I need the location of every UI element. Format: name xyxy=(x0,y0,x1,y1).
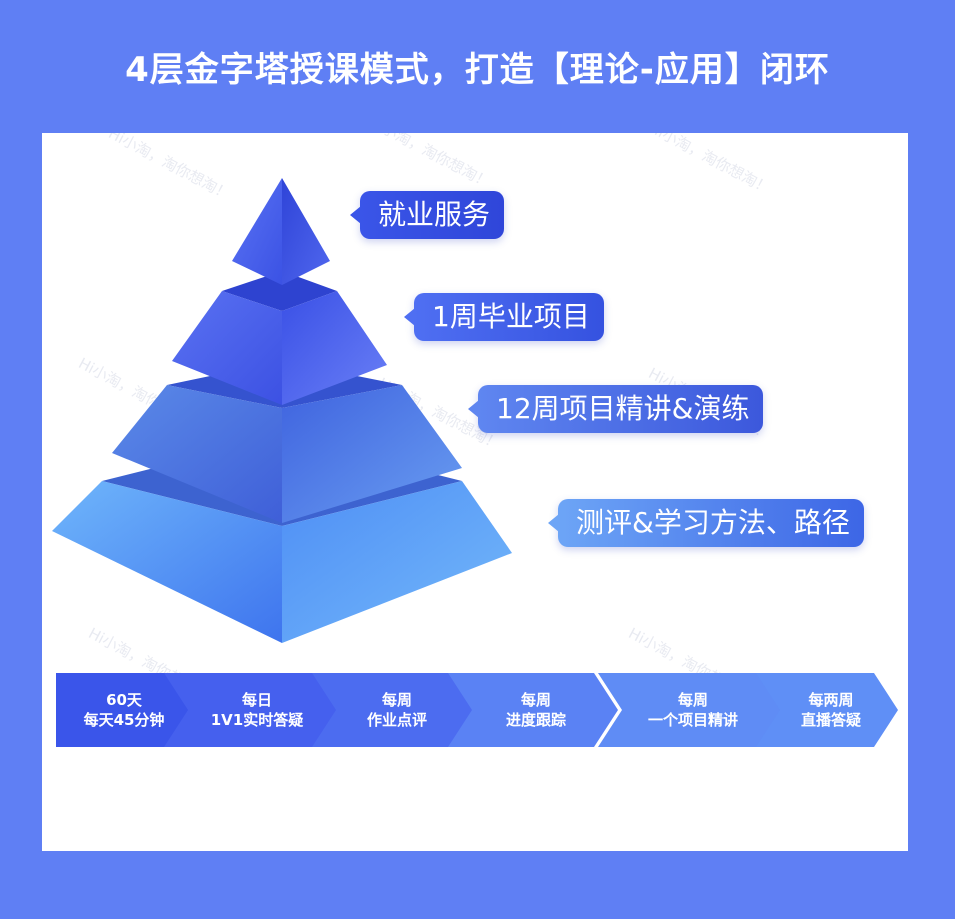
step-2-line2: 1V1实时答疑 xyxy=(210,711,304,729)
step-arrow-3 xyxy=(312,673,476,747)
step-arrow-1 xyxy=(56,673,202,747)
step-5-line1: 每周 xyxy=(677,691,708,709)
step-4: 每周 进度跟踪 xyxy=(468,686,604,734)
step-4-line1: 每周 xyxy=(520,691,551,709)
pyramid-layer-4-left xyxy=(52,481,282,643)
step-arrows xyxy=(56,673,898,747)
pyramid-layer-3-right xyxy=(282,385,462,523)
step-6-line1: 每两周 xyxy=(808,691,854,709)
pyramid-label-2: 1周毕业项目 xyxy=(404,293,604,341)
pyramid-layer-2-left xyxy=(172,291,282,405)
step-1-line1: 60天 xyxy=(106,691,142,709)
step-arrow-2 xyxy=(164,673,346,747)
page-title: 4层金字塔授课模式，打造【理论-应用】闭环 xyxy=(125,50,830,90)
step-3: 每周 作业点评 xyxy=(332,686,462,734)
step-1-line2: 每天45分钟 xyxy=(83,711,165,729)
step-4-line2: 进度跟踪 xyxy=(505,711,566,729)
step-3-line1: 每周 xyxy=(381,691,412,709)
step-arrow-4 xyxy=(448,673,618,747)
step-6: 每两周 直播答疑 xyxy=(776,686,886,734)
pyramid-label-1: 就业服务 xyxy=(349,191,505,239)
pyramid-layer-4-right xyxy=(282,481,512,643)
pyramid-label-3: 12周项目精讲&演练 xyxy=(467,385,764,433)
pyramid-label-4: 测评&学习方法、路径 xyxy=(548,499,864,547)
pyramid-layer-2-right xyxy=(282,291,387,405)
step-5-line2: 一个项目精讲 xyxy=(647,711,738,729)
pyramid-graphic xyxy=(52,178,512,643)
pyramid-layer-3-left xyxy=(112,385,282,523)
step-3-line2: 作业点评 xyxy=(366,711,427,729)
step-5: 每周 一个项目精讲 xyxy=(618,686,768,734)
step-2: 每日 1V1实时答疑 xyxy=(182,686,332,734)
content-panel: Hi小淘，淘你想淘！ Hi小淘，淘你想淘！ Hi小淘，淘你想淘！ Hi小淘，淘你… xyxy=(42,133,908,851)
step-arrow-5 xyxy=(598,673,784,747)
step-6-line2: 直播答疑 xyxy=(800,711,861,729)
step-1: 60天 每天45分钟 xyxy=(56,686,192,734)
pyramid-layer-1-left xyxy=(232,178,282,285)
step-2-line1: 每日 xyxy=(241,691,272,709)
step-arrow-6 xyxy=(756,673,898,747)
pyramid-layer-2-top xyxy=(222,271,337,311)
pyramid-layer-1-right xyxy=(282,178,330,285)
